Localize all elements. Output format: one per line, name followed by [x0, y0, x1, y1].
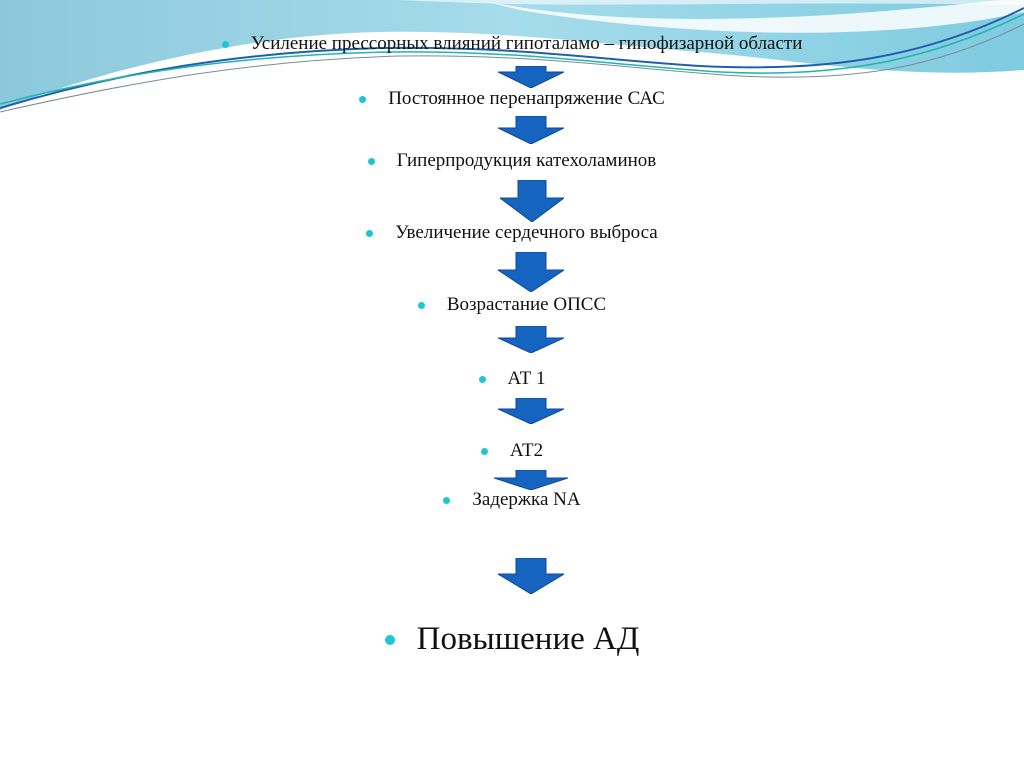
bullet-dot-icon: [384, 634, 395, 645]
flow-step-6: АТ 1: [0, 368, 1024, 390]
flow-result: Повышение АД: [0, 621, 1024, 658]
flow-step-label: Задержка NA: [472, 489, 581, 510]
down-arrow-icon: [498, 558, 564, 594]
down-arrow-icon: [498, 66, 564, 88]
flow-step-5: Возрастание ОПСС: [0, 294, 1024, 316]
down-arrow-icon: [498, 252, 564, 292]
bullet-dot-icon: [480, 447, 488, 455]
flow-result-label: Повышение АД: [416, 621, 640, 657]
down-arrow-icon: [494, 470, 568, 490]
bullet-dot-icon: [221, 40, 229, 48]
bullet-dot-icon: [478, 375, 486, 383]
down-arrow-icon: [498, 116, 564, 144]
bullet-dot-icon: [366, 229, 374, 237]
flow-step-3: Гиперпродукция катехоламинов: [0, 150, 1024, 172]
bullet-dot-icon: [417, 301, 425, 309]
flow-step-4: Увеличение сердечного выброса: [0, 222, 1024, 244]
flow-step-label: Постоянное перенапряжение САС: [388, 88, 665, 109]
flow-step-label: АТ2: [509, 440, 544, 461]
flow-step-1: Усиление прессорных влияний гипоталамо –…: [0, 33, 1024, 55]
bullet-dot-icon: [367, 157, 375, 165]
flow-step-label: Гиперпродукция катехоламинов: [396, 150, 657, 171]
header-wave-decoration: [0, 0, 1024, 113]
down-arrow-icon: [498, 326, 564, 353]
flow-step-label: Увеличение сердечного выброса: [395, 222, 658, 243]
bullet-dot-icon: [359, 95, 367, 103]
flow-step-2: Постоянное перенапряжение САС: [0, 88, 1024, 110]
flow-step-label: Возрастание ОПСС: [446, 294, 607, 315]
flow-step-label: АТ 1: [507, 368, 546, 389]
down-arrow-icon: [498, 398, 564, 424]
bullet-dot-icon: [443, 496, 451, 504]
flow-step-8: Задержка NA: [0, 489, 1024, 511]
flow-step-label: Усиление прессорных влияний гипоталамо –…: [250, 33, 803, 54]
flow-step-7: АТ2: [0, 440, 1024, 462]
down-arrow-icon: [500, 180, 564, 222]
